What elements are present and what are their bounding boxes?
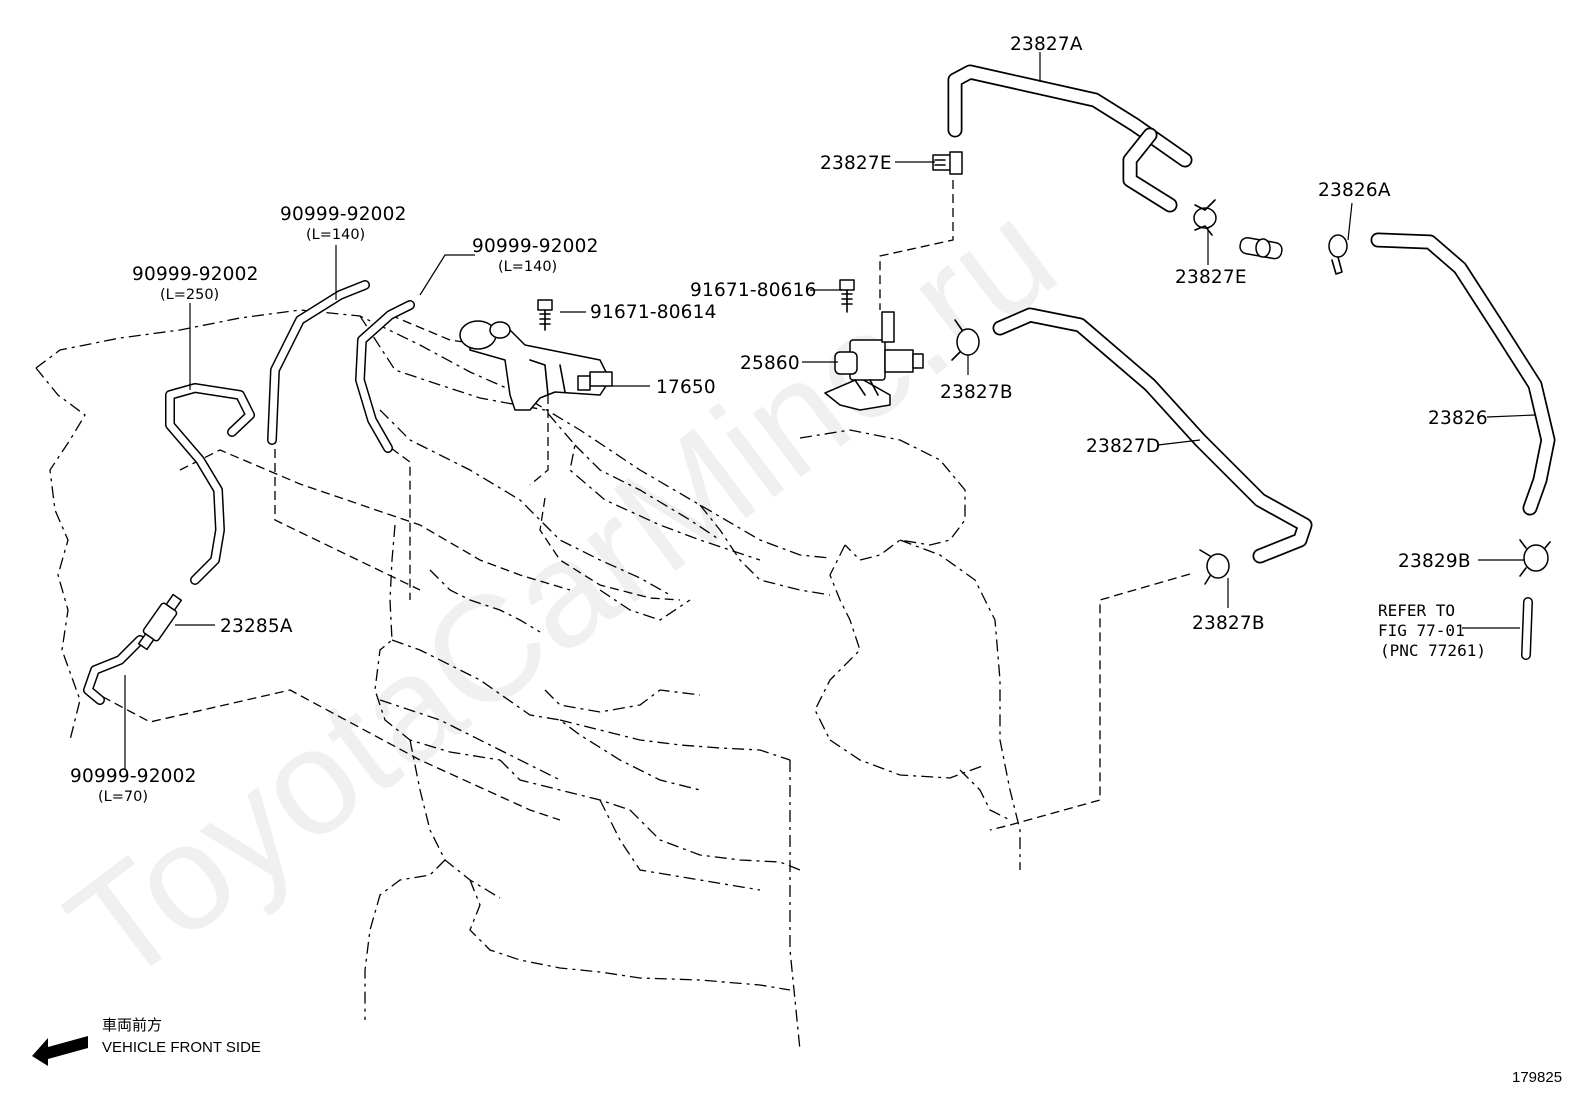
guide-lines [90,180,1190,830]
orientation-label-jp: 車両前方 [102,1016,162,1034]
label-hose-l70-part: 90999-92002 [70,766,197,787]
refer-note-line3: (PNC 77261) [1380,641,1486,660]
label-23829B: 23829B [1398,551,1471,572]
label-25860: 25860 [740,353,800,374]
label-hose-l140-right-length: (L=140) [498,259,557,275]
reference-pipe [1526,602,1528,655]
hose-23827A [955,72,1185,205]
bolt-91671-80614 [538,300,552,330]
label-hose-l140-left-length: (L=140) [306,227,365,243]
vacuum-hoses-left [88,285,410,700]
figure-number: 179825 [1512,1069,1562,1086]
label-23827E-top: 23827E [820,153,892,174]
label-hose-l250-length: (L=250) [160,287,219,303]
label-23285A: 23285A [220,616,293,637]
clamp-23826A [1329,235,1347,274]
label-23826: 23826 [1428,408,1488,429]
vsv-17650 [460,321,612,410]
leader-lines [125,52,1535,770]
clamp-23829B [1520,540,1550,576]
bolt-91671-80616 [840,280,854,312]
label-23826A: 23826A [1318,180,1391,201]
orientation-label-en: VEHICLE FRONT SIDE [102,1039,261,1056]
label-17650: 17650 [656,377,716,398]
label-91671-80614: 91671-80614 [590,302,717,323]
clamp-23827B-bottom [1200,550,1229,584]
clamp-23827E-right [1194,200,1283,260]
part-labels: 23827A 23827E 23827E 23826A 91671-80616 … [70,34,1488,805]
label-hose-l140-right-part: 90999-92002 [472,236,599,257]
label-23827B-top: 23827B [940,382,1013,403]
label-hose-l140-left-part: 90999-92002 [280,204,407,225]
vsv-25860 [825,312,923,410]
engine-outline [36,310,1020,1050]
label-hose-l70-length: (L=70) [98,789,148,805]
label-23827B-bottom: 23827B [1192,613,1265,634]
label-23827E-right: 23827E [1175,267,1247,288]
arrow-left-icon [32,1036,88,1066]
label-hose-l250-part: 90999-92002 [132,264,259,285]
label-23827A: 23827A [1010,34,1083,55]
refer-note-line1: REFER TO [1378,601,1455,620]
hose-23826 [1378,240,1548,508]
clip-23827E-top [933,152,962,174]
label-91671-80616: 91671-80616 [690,280,817,301]
refer-note-line2: FIG 77-01 [1378,621,1465,640]
orientation-indicator: 車両前方 VEHICLE FRONT SIDE [32,1016,261,1066]
clamp-23827B-top [952,320,979,360]
label-23827D: 23827D [1086,436,1160,457]
